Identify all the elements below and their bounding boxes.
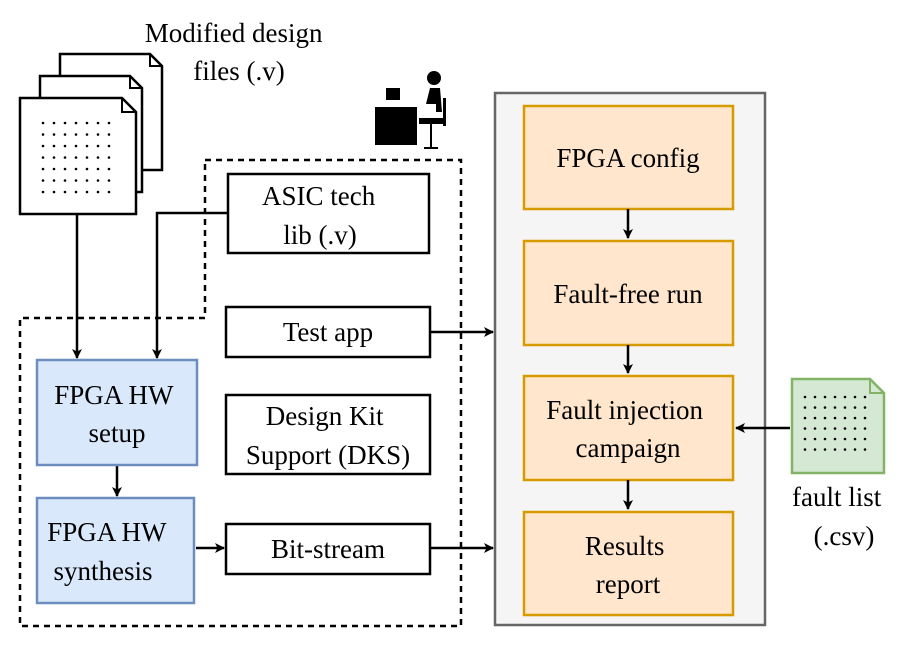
hw-setup-box (35, 358, 199, 467)
results-label: Results report (585, 531, 671, 599)
test-app-box (224, 305, 432, 359)
document-stack-icon (18, 52, 164, 216)
dks-box (224, 393, 432, 476)
edge-lib-to-setup (152, 211, 228, 359)
hw-setup-label: FPGA HW setup (54, 380, 180, 448)
fault-injection-box (522, 374, 735, 482)
results-box (522, 510, 735, 617)
hw-synthesis-label: FPGA HW synthesis (47, 517, 173, 586)
asic-lib-label: ASIC tech lib (.v) (262, 181, 382, 250)
fault-free-label: Fault-free run (553, 279, 703, 309)
csv-document-icon (790, 377, 886, 475)
bitstream-label: Bit-stream (271, 534, 385, 564)
fpga-config-label: FPGA config (556, 143, 699, 173)
hw-synthesis-box (35, 496, 196, 605)
fpga-config-box (522, 104, 735, 211)
test-app-label: Test app (283, 317, 373, 347)
bitstream-box (224, 522, 432, 576)
dashed-boundary (18, 158, 463, 628)
asic-lib-box (226, 172, 431, 255)
design-files-label: Modified design files (.v) (145, 18, 329, 86)
dks-label: Design Kit Support (DKS) (246, 401, 410, 470)
fault-list-label: fault list (.csv) (792, 482, 888, 551)
fault-injection-label: Fault injection campaign (546, 395, 709, 463)
fault-free-box (522, 239, 735, 347)
user-at-desk-icon (375, 71, 446, 149)
